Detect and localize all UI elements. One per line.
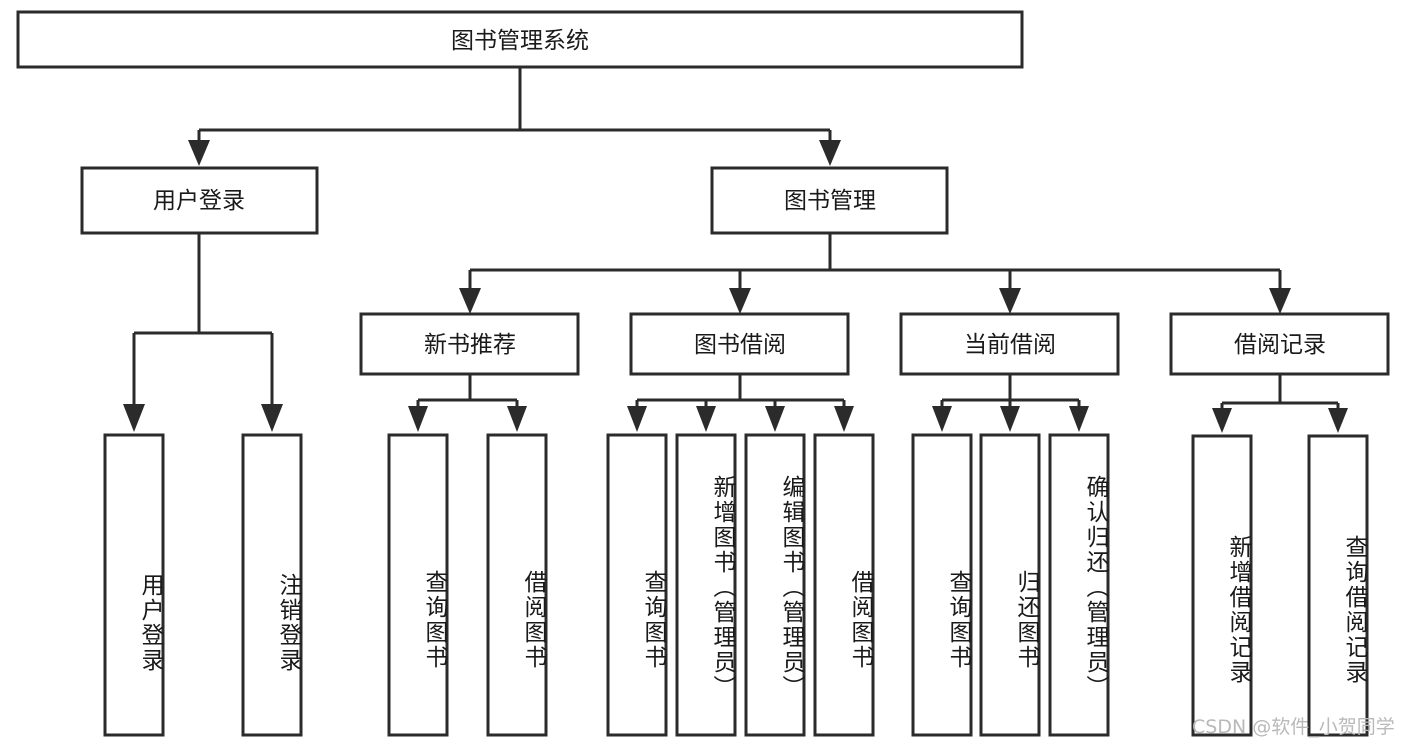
leaf-box-br-query-record[interactable] xyxy=(1307,434,1369,737)
node-book-borrow-box[interactable] xyxy=(629,312,850,376)
node-user-login-box[interactable] xyxy=(80,166,319,235)
node-user-login-label: 用户登录 xyxy=(153,188,245,214)
node-current-borrow-label: 当前借阅 xyxy=(964,332,1056,358)
leaf-box-br-add-record[interactable] xyxy=(1191,434,1253,737)
arrow-head-borrow-record xyxy=(1269,288,1291,314)
node-root[interactable]: 图书管理系统 xyxy=(16,10,1024,69)
node-book-manage-box[interactable] xyxy=(710,166,949,235)
arrow-head-leaf-logout xyxy=(261,404,283,432)
node-book-manage[interactable]: 图书管理 xyxy=(710,166,949,235)
arrow-head-current-borrow xyxy=(999,288,1021,314)
leaf-box-cb-query-book[interactable] xyxy=(911,433,973,737)
arrow-head-br-leaf-2 xyxy=(1328,408,1348,433)
arrow-head-bb-leaf-2 xyxy=(696,406,716,432)
node-root-label: 图书管理系统 xyxy=(451,28,589,54)
node-borrow-record-box[interactable] xyxy=(1169,312,1390,376)
arrow-head-cb-leaf-3 xyxy=(1069,406,1089,432)
node-user-login[interactable]: 用户登录 xyxy=(80,166,319,235)
arrow-head-user-login xyxy=(188,140,210,166)
node-new-book-recommend[interactable]: 新书推荐 xyxy=(359,312,580,376)
leaf-box-nb-query-book[interactable] xyxy=(387,433,449,737)
arrow-head-cb-leaf-2 xyxy=(1000,406,1020,432)
node-book-manage-label: 图书管理 xyxy=(784,188,876,214)
arrow-head-bb-leaf-4 xyxy=(834,406,854,432)
node-new-book-recommend-box[interactable] xyxy=(359,312,580,376)
node-borrow-record[interactable]: 借阅记录 xyxy=(1169,312,1390,376)
leaf-box-nb-borrow-book[interactable] xyxy=(486,433,548,737)
leaf-box-logout[interactable] xyxy=(241,433,303,737)
node-book-borrow[interactable]: 图书借阅 xyxy=(629,312,850,376)
arrow-head-bb-leaf-1 xyxy=(627,406,647,432)
csdn-watermark: CSDN @软件_小贺同学 xyxy=(1192,716,1395,738)
arrow-head-new-book xyxy=(459,288,481,314)
leaf-box-user-login[interactable] xyxy=(103,433,165,737)
arrow-head-cb-leaf-1 xyxy=(932,406,952,432)
leaf-box-bb-edit-book[interactable] xyxy=(744,433,806,737)
arrow-head-book-manage xyxy=(819,140,841,166)
leaf-box-cb-return-book[interactable] xyxy=(979,433,1041,737)
leaf-box-bb-add-book[interactable] xyxy=(675,433,737,737)
node-current-borrow[interactable]: 当前借阅 xyxy=(899,312,1120,376)
leaf-box-bb-borrow-book[interactable] xyxy=(813,433,875,737)
node-borrow-record-label: 借阅记录 xyxy=(1234,332,1326,358)
node-current-borrow-box[interactable] xyxy=(899,312,1120,376)
arrow-head-nb-leaf-1 xyxy=(408,406,428,432)
arrow-head-nb-leaf-2 xyxy=(507,406,527,432)
arrow-head-book-borrow xyxy=(729,288,751,314)
arrow-head-leaf-user-login xyxy=(123,404,145,432)
arrow-head-br-leaf-1 xyxy=(1212,408,1232,433)
node-root-box[interactable] xyxy=(16,10,1024,69)
node-book-borrow-label: 图书借阅 xyxy=(694,332,786,358)
leaf-box-cb-confirm-return[interactable] xyxy=(1048,433,1110,737)
connector-group xyxy=(123,67,1348,433)
arrow-head-bb-leaf-3 xyxy=(765,406,785,432)
leaf-box-bb-query-book[interactable] xyxy=(606,433,668,737)
node-new-book-recommend-label: 新书推荐 xyxy=(424,332,516,358)
